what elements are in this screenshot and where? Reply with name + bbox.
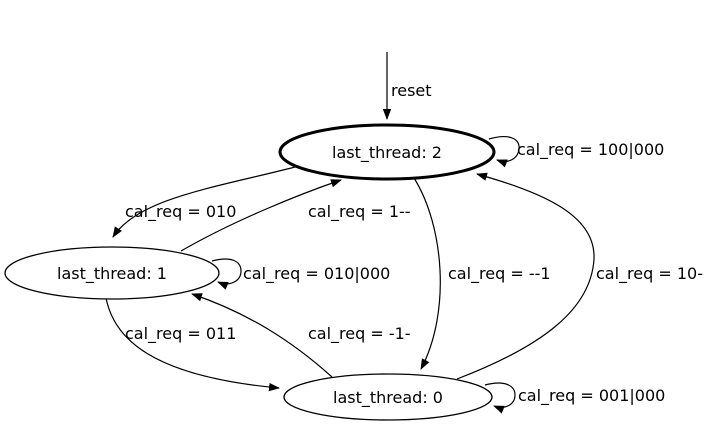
edge-0-to-1-label: cal_req = -1- <box>308 324 411 344</box>
edge-1-to-0-label: cal_req = 011 <box>125 324 236 344</box>
edge-0-self-loop <box>484 382 516 414</box>
edge-2-to-1-label: cal_req = 010 <box>125 202 236 222</box>
edge-1-self-loop-label: cal_req = 010|000 <box>243 264 390 284</box>
edge-2-self-loop <box>488 136 520 168</box>
edge-1-to-2-label: cal_req = 1-- <box>308 202 411 222</box>
edge-1-self-loop <box>211 258 242 290</box>
state-node-last-thread-1-label: last_thread: 1 <box>57 264 167 284</box>
edge-0-to-2-label: cal_req = 10- <box>596 264 703 284</box>
edge-0-to-2 <box>456 172 595 380</box>
edge-0-to-1 <box>191 293 333 378</box>
state-node-last-thread-2 <box>278 123 496 181</box>
edge-2-self-loop-label: cal_req = 100|000 <box>517 140 664 160</box>
edge-2-to-0 <box>413 177 441 370</box>
reset-edge-label: reset <box>391 81 432 100</box>
edge-1-to-2 <box>180 179 342 252</box>
state-node-last-thread-0 <box>283 373 493 421</box>
state-node-last-thread-1 <box>4 246 220 300</box>
state-node-last-thread-0-label: last_thread: 0 <box>333 388 443 408</box>
edge-2-to-1 <box>112 166 296 238</box>
edge-0-self-loop-label: cal_req = 001|000 <box>518 386 665 406</box>
state-node-last-thread-2-label: last_thread: 2 <box>332 143 442 163</box>
edge-1-to-0 <box>105 297 280 392</box>
edge-2-to-0-label: cal_req = --1 <box>448 264 551 284</box>
